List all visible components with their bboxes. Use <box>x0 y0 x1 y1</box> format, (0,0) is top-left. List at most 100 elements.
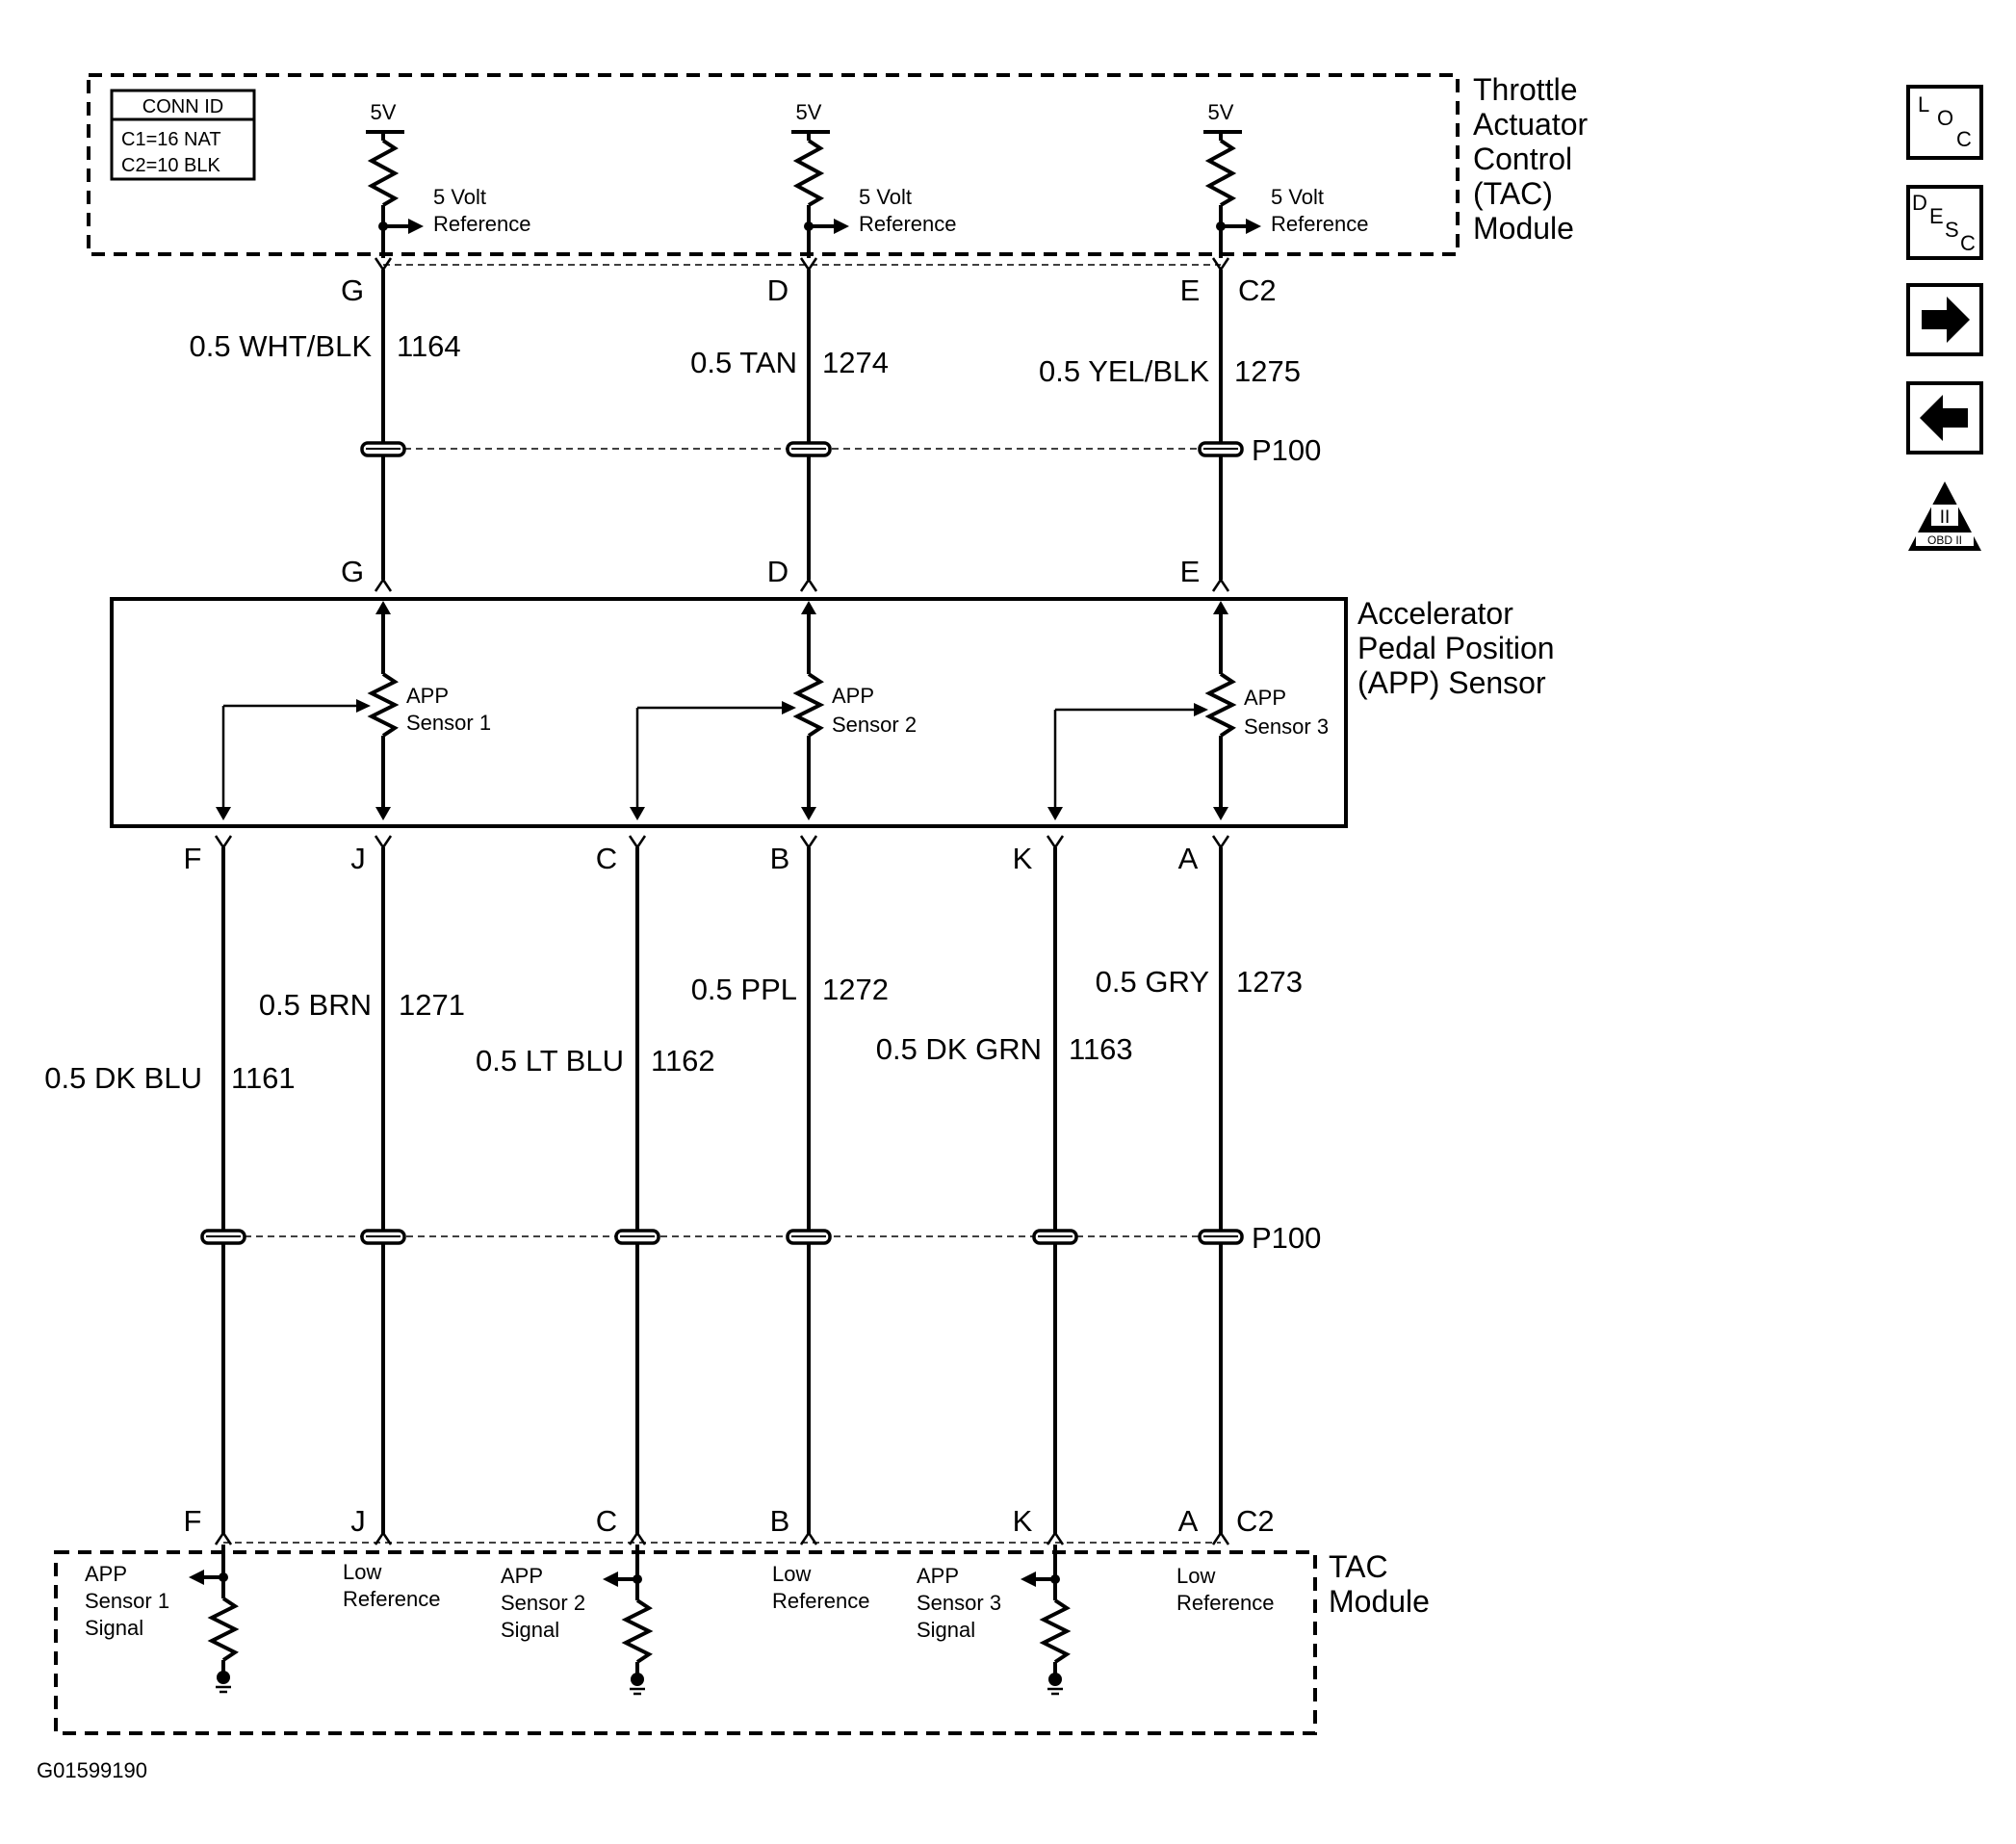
tac-pin-f: F <box>184 1504 202 1538</box>
wire-circuit-1275: 1275 <box>1234 354 1301 388</box>
tac-signal-1-line-3: Signal <box>85 1616 143 1640</box>
wire-circuit-1162: 1162 <box>651 1044 715 1078</box>
tac-pin-a: A <box>1178 1504 1199 1538</box>
supply-1-ref-2: Reference <box>433 212 531 236</box>
figure-id: G01599190 <box>37 1758 147 1782</box>
tac-title-line-1: Throttle <box>1473 72 1577 107</box>
tac-title-line-2: Actuator <box>1473 107 1589 142</box>
splice-bottom-5 <box>1032 1229 1078 1245</box>
tac-pin-c: C <box>596 1504 617 1538</box>
splice-top-1 <box>360 441 406 457</box>
desc-char-4: C <box>1960 231 1976 255</box>
arrow-right-icon <box>408 219 424 234</box>
app-sensor-2-line-1: APP <box>832 684 874 708</box>
supply-1-voltage: 5V <box>371 100 397 124</box>
app-sensor-3-line-1: APP <box>1244 686 1286 710</box>
splice-bottom-4 <box>786 1229 832 1245</box>
splice-bottom-6 <box>1198 1229 1244 1245</box>
wire-circuit-1163: 1163 <box>1069 1032 1133 1066</box>
app-title-line-3: (APP) Sensor <box>1357 665 1546 700</box>
app-sensor-outline <box>110 597 1348 828</box>
ground-icon <box>217 1671 230 1684</box>
tac-signal-1: APP Sensor 1 Signal <box>85 1545 240 1694</box>
tac-low-ref-1-line-1: Low <box>343 1560 381 1584</box>
app-pin-a: A <box>1178 842 1199 875</box>
wire-color-1272: 0.5 PPL <box>691 973 797 1006</box>
conn-id-header: CONN ID <box>142 96 223 117</box>
wire-color-1161: 0.5 DK BLU <box>44 1061 202 1095</box>
supply-1-ref-1: 5 Volt <box>433 185 486 209</box>
app-pin-b: B <box>770 842 790 875</box>
top-wires: 0.5 WHT/BLK 1164 0.5 TAN 1274 0.5 YEL/BL… <box>190 270 1321 592</box>
tac-title-line-4: (TAC) <box>1473 176 1553 211</box>
tac-module-bottom-outline <box>54 1550 1317 1735</box>
tac-title-line-5: Module <box>1473 211 1574 246</box>
tac-low-ref-2: Low Reference <box>772 1562 870 1613</box>
top-pin-e: E <box>1180 273 1201 307</box>
splice-top-2 <box>786 441 832 457</box>
app-pin-d: D <box>767 555 788 588</box>
bottom-connector-id: C2 <box>1236 1504 1275 1538</box>
supply-2-voltage: 5V <box>796 100 822 124</box>
splice-label-bottom: P100 <box>1252 1221 1321 1255</box>
splice-bottom-2 <box>360 1229 406 1245</box>
tac-signal-2-line-2: Sensor 2 <box>501 1591 585 1615</box>
tac-module-top: Throttle Actuator Control (TAC) Module C… <box>87 72 1589 258</box>
desc-icon <box>1906 185 1983 260</box>
top-pin-d: D <box>767 273 788 307</box>
tac-low-ref-3-line-2: Reference <box>1176 1591 1275 1615</box>
wire-circuit-1164: 1164 <box>397 329 461 363</box>
tac-signal-1-line-2: Sensor 1 <box>85 1589 169 1613</box>
supply-2-ref-1: 5 Volt <box>859 185 912 209</box>
tac-pin-b: B <box>770 1504 790 1538</box>
desc-button[interactable]: D E S C <box>1906 185 1983 260</box>
tac-signal-1-line-1: APP <box>85 1562 127 1586</box>
app-pin-j: J <box>350 842 366 875</box>
tac-low-ref-3: Low Reference <box>1176 1564 1275 1615</box>
splice-bottom-1 <box>200 1229 246 1245</box>
bottom-wires: F J C B K A 0.5 DK BLU 1161 0.5 BRN 1271… <box>44 835 1321 1545</box>
app-sensor-2-line-2: Sensor 2 <box>832 713 917 737</box>
supply-3: 5V 5 Volt Reference <box>1203 100 1369 258</box>
splice-bottom-3 <box>614 1229 660 1245</box>
tac-signal-2-line-3: Signal <box>501 1618 559 1642</box>
app-title-line-1: Accelerator <box>1357 596 1513 631</box>
app-sensor-2: APP Sensor 2 <box>630 601 917 820</box>
app-sensor: Accelerator Pedal Position (APP) Sensor … <box>110 596 1555 828</box>
desc-char-1: D <box>1912 191 1927 215</box>
forward-button[interactable] <box>1906 283 1983 356</box>
arrow-left-icon <box>189 1570 204 1585</box>
app-sensor-1: APP Sensor 1 <box>216 601 491 820</box>
wire-color-1274: 0.5 TAN <box>690 346 797 379</box>
tac-signal-3-line-3: Signal <box>917 1618 975 1642</box>
app-pin-f: F <box>184 842 202 875</box>
wire-circuit-1272: 1272 <box>822 973 889 1006</box>
back-button[interactable] <box>1906 381 1983 455</box>
tac-signal-3: APP Sensor 3 Signal <box>917 1545 1072 1696</box>
loc-char-3: C <box>1956 127 1972 151</box>
tac-signal-2: APP Sensor 2 Signal <box>501 1545 654 1696</box>
app-pin-e: E <box>1180 555 1201 588</box>
top-pin-g: G <box>341 273 364 307</box>
arrow-left-icon <box>603 1571 618 1587</box>
arrow-right-icon <box>1922 297 1970 343</box>
supply-1: 5V 5 Volt Reference <box>366 100 531 258</box>
wire-color-1273: 0.5 GRY <box>1096 965 1209 999</box>
loc-button[interactable]: L O C <box>1906 85 1983 160</box>
obd-icon-top: II <box>1940 507 1951 528</box>
loc-char-1: L <box>1918 92 1929 117</box>
wire-circuit-1274: 1274 <box>822 346 889 379</box>
supply-3-voltage: 5V <box>1208 100 1234 124</box>
ground-icon <box>631 1673 644 1686</box>
arrow-right-icon <box>1246 219 1261 234</box>
conn-id-line-1: C1=16 NAT <box>121 129 221 150</box>
wire-color-1163: 0.5 DK GRN <box>876 1032 1042 1066</box>
splice-label-top: P100 <box>1252 433 1321 467</box>
app-pin-g: G <box>341 555 364 588</box>
app-sensor-1-line-2: Sensor 1 <box>406 711 491 735</box>
wire-color-1164: 0.5 WHT/BLK <box>190 329 373 363</box>
top-connector-id: C2 <box>1238 273 1277 307</box>
wire-circuit-1273: 1273 <box>1236 965 1303 999</box>
obd-ii-button[interactable]: II OBD II <box>1908 481 1981 551</box>
